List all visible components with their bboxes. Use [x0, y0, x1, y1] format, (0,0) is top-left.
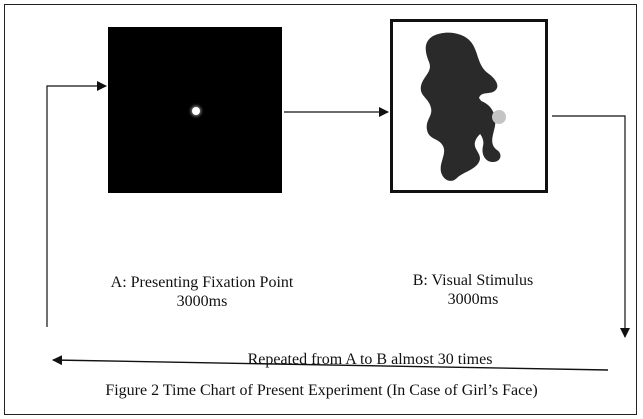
fixation-point: [192, 107, 200, 115]
saxophone-player-silhouette: [420, 32, 498, 181]
fixation-screen: [108, 27, 282, 193]
stimulus-label-title: B: Visual Stimulus: [412, 272, 534, 289]
stimulus-label: B: Visual Stimulus 3000ms: [398, 271, 548, 309]
figure-frame: [4, 4, 637, 415]
repeat-arrow: [52, 355, 609, 371]
repeat-text: Repeated from A to B almost 30 times: [247, 351, 493, 368]
visual-stimulus-screen: [390, 19, 548, 193]
stimulus-dot: [492, 110, 506, 124]
loop-return-arrow: [46, 81, 107, 327]
fixation-label: A: Presenting Fixation Point 3000ms: [72, 273, 332, 311]
fixation-label-duration: 3000ms: [176, 293, 228, 310]
silhouette-image: [420, 32, 506, 181]
b-exit-arrow: [552, 115, 630, 338]
stimulus-label-duration: 3000ms: [447, 291, 499, 308]
fixation-label-title: A: Presenting Fixation Point: [110, 274, 294, 291]
figure-caption: Figure 2 Time Chart of Present Experimen…: [105, 382, 538, 399]
